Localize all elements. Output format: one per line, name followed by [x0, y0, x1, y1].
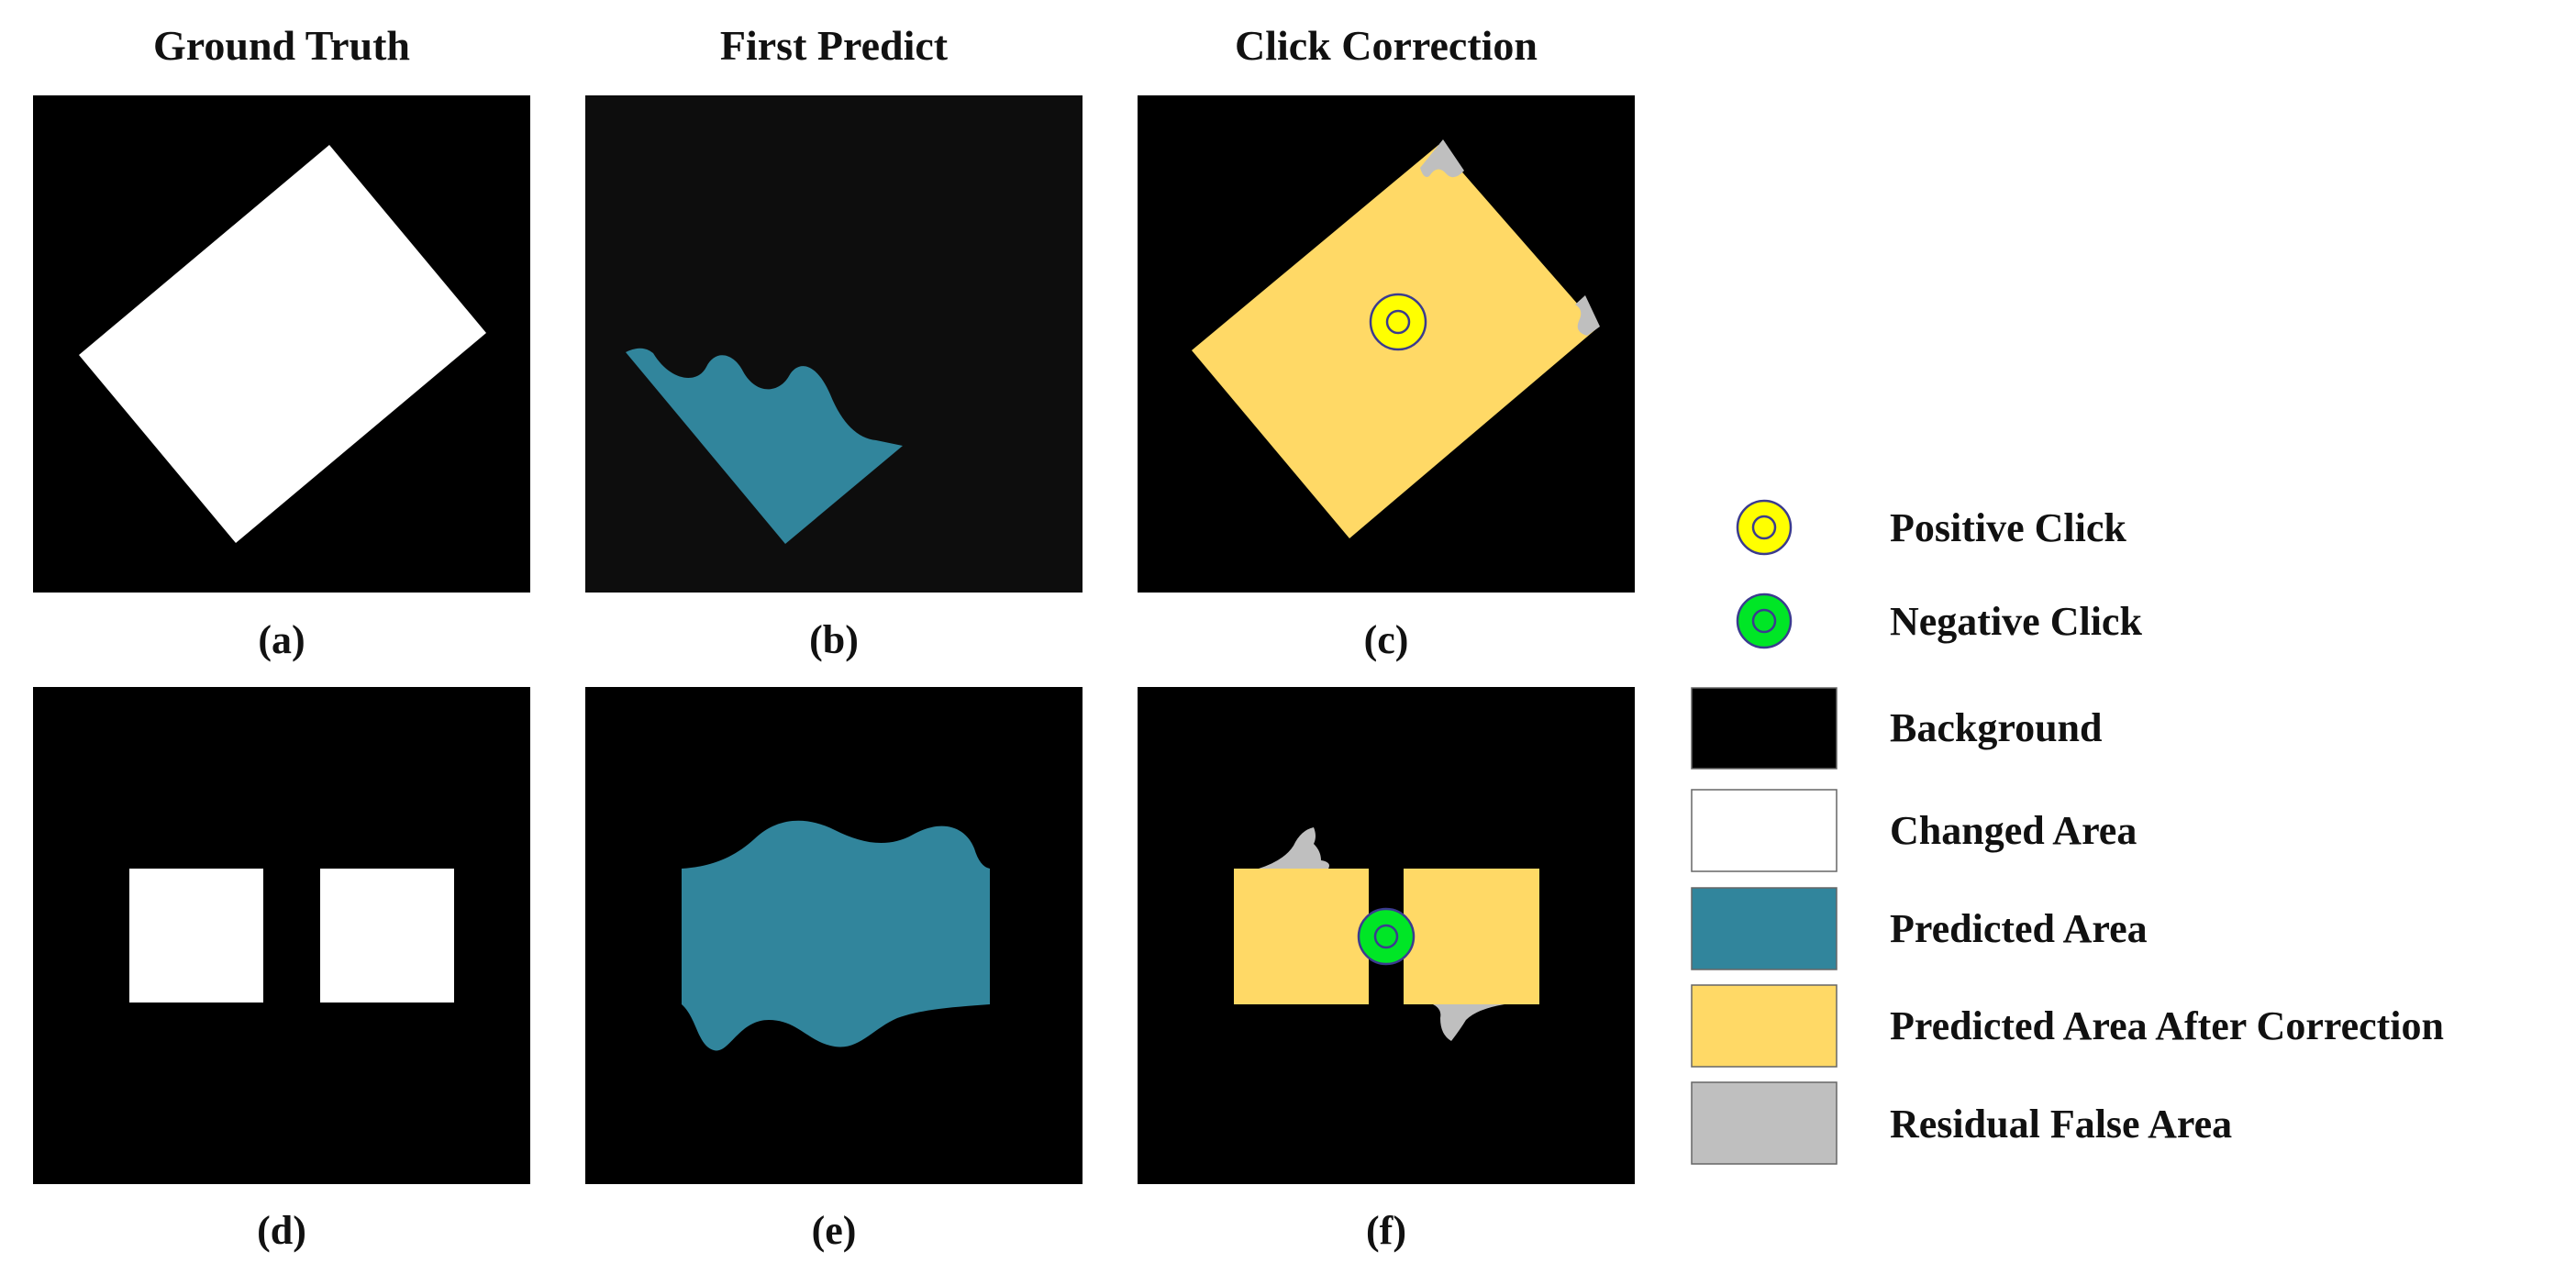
panel-b — [585, 95, 1083, 593]
panel-f-residual-false-area-bottom — [1433, 1004, 1505, 1041]
panel-d-changed-area-right — [320, 869, 454, 1003]
panel-a — [33, 95, 530, 593]
legend-predicted-area-swatch — [1691, 887, 1838, 970]
panel-e-caption: (e) — [812, 1208, 857, 1253]
legend-predicted-area: Predicted Area — [1691, 887, 2148, 970]
legend-predicted-after-correction-swatch — [1691, 984, 1838, 1068]
column-title-ground-truth: Ground Truth — [153, 22, 410, 69]
legend-changed-area-swatch — [1691, 789, 1838, 872]
legend-residual-false-area-label: Residual False Area — [1890, 1102, 2232, 1147]
panel-a-changed-area — [79, 145, 486, 543]
panel-e-predicted-area — [682, 820, 990, 1051]
column-title-click-correction: Click Correction — [1235, 22, 1538, 69]
panel-b-predicted-area — [626, 348, 903, 544]
positive-click-marker — [1369, 293, 1427, 351]
legend-changed-area-label: Changed Area — [1890, 808, 2137, 853]
legend-predicted-after-correction: Predicted Area After Correction — [1691, 984, 2444, 1068]
panel-a-caption: (a) — [258, 617, 305, 662]
panel-e — [585, 687, 1083, 1184]
negative-click-marker — [1357, 907, 1416, 966]
legend: Positive Click Negative Click Background… — [1691, 499, 2444, 1165]
panel-c — [1138, 95, 1635, 593]
legend-negative-click-label: Negative Click — [1890, 599, 2142, 644]
panel-f-caption: (f) — [1366, 1208, 1406, 1253]
legend-positive-click: Positive Click — [1736, 499, 2126, 556]
panel-b-background — [585, 95, 1083, 593]
legend-predicted-after-correction-label: Predicted Area After Correction — [1890, 1003, 2444, 1048]
column-title-first-predict: First Predict — [720, 22, 949, 69]
panel-f — [1138, 687, 1635, 1184]
panel-d — [33, 687, 530, 1184]
panel-c-residual-false-area-top — [1420, 139, 1464, 178]
legend-background: Background — [1691, 687, 2103, 770]
panel-d-background — [33, 687, 530, 1184]
panel-c-caption: (c) — [1364, 617, 1409, 662]
panel-f-corrected-area-left — [1234, 869, 1369, 1004]
legend-negative-click: Negative Click — [1736, 593, 2142, 649]
panel-f-corrected-area-right — [1404, 869, 1539, 1004]
legend-residual-false-area-swatch — [1691, 1081, 1838, 1165]
panel-b-caption: (b) — [809, 617, 859, 662]
legend-background-label: Background — [1890, 705, 2103, 750]
legend-residual-false-area: Residual False Area — [1691, 1081, 2232, 1165]
legend-predicted-area-label: Predicted Area — [1890, 906, 2148, 951]
legend-background-swatch — [1691, 687, 1838, 770]
legend-changed-area: Changed Area — [1691, 789, 2137, 872]
panel-c-residual-false-area-right — [1575, 295, 1600, 336]
panel-f-residual-false-area-top — [1259, 827, 1329, 869]
panel-d-caption: (d) — [257, 1208, 306, 1253]
panel-d-changed-area-left — [129, 869, 263, 1003]
legend-positive-click-label: Positive Click — [1890, 505, 2126, 550]
